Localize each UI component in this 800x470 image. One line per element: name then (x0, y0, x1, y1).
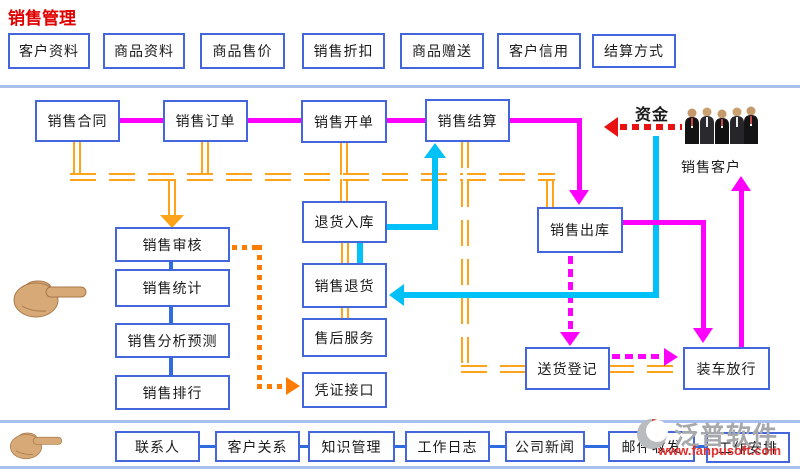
hand-pointer-icon-bottom (6, 424, 66, 462)
dotted-to-voucher (257, 384, 287, 389)
menu-customer-data[interactable]: 客户资料 (8, 33, 90, 69)
conn-bottom-5 (584, 445, 609, 448)
flow-box-sales-stats[interactable]: 销售统计 (115, 269, 230, 307)
menu-customer-credit[interactable]: 客户信用 (497, 33, 581, 69)
cyan-up-to-settlement (432, 156, 438, 230)
arrowhead-delivery-to-loading (664, 348, 678, 366)
cyan-returnin-right (385, 224, 437, 230)
menu-work-schedule[interactable]: 工作安排 (706, 432, 790, 463)
flow-box-sales-order[interactable]: 销售订单 (163, 100, 248, 142)
dotted-down (257, 245, 262, 387)
watermark-url: www.fanpusoft.com (658, 443, 782, 458)
conn-stats-forecast (169, 306, 173, 324)
arrow-order-to-billing (246, 118, 303, 123)
footer-separator-line (0, 466, 800, 469)
cyan-left-to-salesreturn (402, 292, 659, 298)
orange-elbow-to-outbound (546, 178, 554, 209)
flow-box-sales-return[interactable]: 销售退货 (302, 263, 387, 308)
bottom-separator-line (0, 420, 800, 423)
orange-drop-order (201, 142, 209, 176)
orange-drop-billing (340, 142, 348, 202)
conn-bottom-4 (489, 445, 506, 448)
menu-contacts[interactable]: 联系人 (115, 431, 200, 462)
watermark-brand: 泛普软件 (674, 422, 779, 450)
menu-company-news[interactable]: 公司新闻 (505, 431, 585, 462)
arrow-settlement-down (577, 118, 582, 190)
arrowhead-into-salesreturn (389, 284, 404, 306)
businessmen-icon (684, 106, 758, 144)
flow-box-loading-release[interactable]: 装车放行 (683, 347, 770, 390)
conn-bottom-2 (299, 445, 309, 448)
flow-box-sales-billing[interactable]: 销售开单 (301, 100, 387, 143)
arrow-loading-up-line (739, 190, 744, 347)
flow-box-sales-contract[interactable]: 销售合同 (35, 100, 120, 142)
arrow-billing-to-settlement (385, 118, 427, 123)
flow-box-sales-outbound[interactable]: 销售出库 (537, 207, 623, 253)
arrowhead-into-delivery (560, 332, 580, 346)
arrowhead-into-loading (693, 328, 713, 343)
arrowhead-into-voucher (286, 377, 300, 395)
orange-dashed-to-delivery (461, 365, 531, 373)
arrow-contract-to-order (120, 118, 165, 123)
dotted-audit-right (232, 245, 260, 250)
hand-pointer-icon (8, 270, 92, 320)
sales-customer-label: 销售客户 (681, 159, 741, 175)
flow-box-sales-audit[interactable]: 销售审核 (115, 227, 230, 262)
conn-bottom-1 (200, 445, 216, 448)
conn-bottom-6 (694, 445, 707, 448)
cyan-returnin-to-salesreturn (357, 241, 363, 265)
conn-audit-stats (169, 261, 173, 270)
arrowhead-into-audit (160, 215, 184, 228)
flow-box-return-warehouse[interactable]: 退货入库 (302, 201, 387, 243)
orange-drop-contract (73, 142, 81, 176)
orange-dashed-trunk (70, 173, 555, 181)
orange-conn-returnin-salesreturn (341, 242, 349, 264)
red-dashed-funds-line (620, 124, 682, 130)
menu-product-data[interactable]: 商品资料 (103, 33, 185, 69)
fanpu-logo-icon (637, 419, 668, 449)
watermark: 泛普软件 www.fanpusoft.com (636, 412, 798, 466)
flow-box-delivery-register[interactable]: 送货登记 (525, 347, 610, 390)
page-title: 销售管理 (8, 9, 76, 28)
arrow-settlement-right (508, 118, 580, 123)
flow-box-voucher-interface[interactable]: 凭证接口 (302, 372, 387, 408)
menu-sales-discount[interactable]: 销售折扣 (302, 33, 385, 69)
menu-product-price[interactable]: 商品售价 (200, 33, 285, 69)
menu-work-log[interactable]: 工作日志 (405, 431, 490, 462)
arrow-outbound-down (701, 220, 706, 328)
flow-box-sales-settlement[interactable]: 销售结算 (425, 99, 510, 142)
conn-forecast-ranking (169, 357, 173, 376)
arrowhead-to-sales-customer (731, 176, 751, 191)
arrowhead-into-outbound (569, 190, 589, 205)
orange-dashed-settlement-down (461, 142, 469, 370)
arrow-outbound-right (621, 220, 706, 225)
menu-settlement-method[interactable]: 结算方式 (592, 34, 676, 68)
conn-bottom-3 (394, 445, 406, 448)
orange-conn-salesreturn-aftersales (341, 307, 349, 319)
flow-box-sales-forecast[interactable]: 销售分析预测 (115, 323, 230, 358)
cyan-funds-down-line (653, 136, 659, 298)
top-separator-line (0, 85, 800, 88)
orange-dashed-delivery-loading (608, 365, 684, 373)
menu-knowledge-mgmt[interactable]: 知识管理 (308, 431, 395, 462)
funds-label: 资金 (635, 107, 670, 124)
arrowhead-into-settlement (424, 143, 446, 158)
menu-customer-relations[interactable]: 客户关系 (215, 431, 300, 462)
flow-box-after-sales[interactable]: 售后服务 (302, 318, 387, 357)
dashed-delivery-to-loading (612, 354, 664, 359)
menu-product-gift[interactable]: 商品赠送 (400, 33, 484, 69)
flow-box-sales-ranking[interactable]: 销售排行 (115, 375, 230, 410)
orange-branch-to-audit (168, 178, 176, 216)
arrowhead-funds-left (604, 117, 618, 137)
